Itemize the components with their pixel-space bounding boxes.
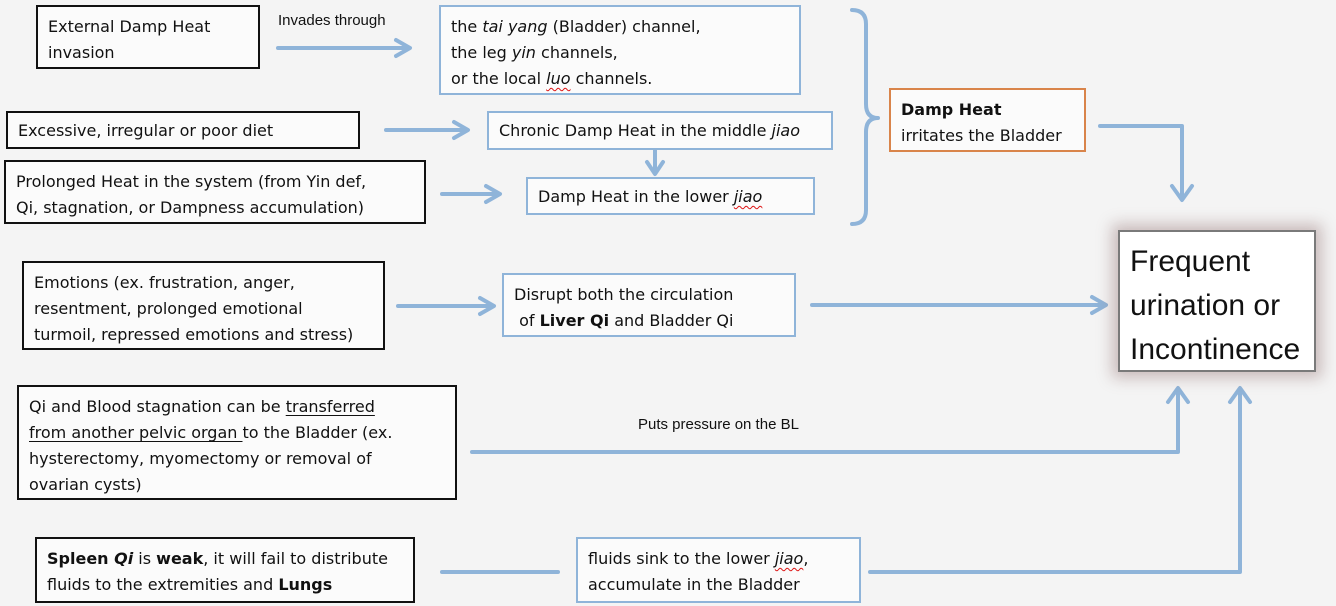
arrowhead xyxy=(1090,295,1108,315)
grouping-bracket xyxy=(850,8,880,226)
arrow-fluids-to-result xyxy=(868,388,1242,574)
node-text: fluids to the extremities and xyxy=(47,575,279,594)
arrowhead xyxy=(1228,386,1252,404)
result-text: Incontinence xyxy=(1130,333,1301,366)
node-text-underlined: from another pelvic organ xyxy=(29,423,243,442)
node-text: Qi, stagnation, or Dampness accumulation… xyxy=(16,198,365,217)
node-text: (Bladder) channel, xyxy=(547,17,701,36)
arrowhead xyxy=(1166,386,1190,404)
node-text: channels, xyxy=(535,43,618,62)
node-text: the xyxy=(451,17,483,36)
node-text: and Bladder Qi xyxy=(609,311,734,330)
node-prolonged-heat: Prolonged Heat in the system (from Yin d… xyxy=(4,160,426,224)
node-text: invasion xyxy=(48,43,115,62)
arrow-damp-heat-to-result xyxy=(1098,124,1184,200)
node-text-bold: Spleen xyxy=(47,549,115,568)
node-text: channels. xyxy=(570,69,653,88)
node-text: Prolonged Heat in the system (from Yin d… xyxy=(16,172,367,191)
arrowhead xyxy=(452,120,470,140)
node-text: Qi and Blood stagnation can be xyxy=(29,397,286,416)
arrowhead xyxy=(394,38,412,58)
edge-label-puts-pressure: Puts pressure on the BL xyxy=(638,416,799,433)
node-text-bold: Liver Qi xyxy=(539,311,610,330)
node-disrupt: Disrupt both the circulation of Liver Qi… xyxy=(502,273,796,337)
edge-label-invades-through: Invades through xyxy=(278,12,386,29)
node-text-bold-italic: Qi xyxy=(114,549,134,568)
node-text: , it will fail to distribute xyxy=(203,549,388,568)
node-text-bold: Damp Heat xyxy=(901,100,1002,119)
node-text: of xyxy=(514,311,540,330)
arrowhead xyxy=(478,296,496,316)
arrowhead xyxy=(1170,184,1194,202)
node-text-bold: weak xyxy=(156,549,204,568)
arrowhead xyxy=(484,184,502,204)
node-emotions: Emotions (ex. frustration, anger, resent… xyxy=(22,261,385,350)
node-channels: the tai yang (Bladder) channel, the leg … xyxy=(439,5,801,95)
node-text: Chronic Damp Heat in the middle xyxy=(499,121,772,140)
node-text: irritates the Bladder xyxy=(901,126,1062,145)
node-text: resentment, prolonged emotional xyxy=(34,299,303,318)
result-text: urination or xyxy=(1130,289,1281,322)
node-text: the leg xyxy=(451,43,512,62)
arrowhead xyxy=(645,160,665,176)
node-text: is xyxy=(133,549,157,568)
node-text: Disrupt both the circulation xyxy=(514,285,734,304)
node-text: or the local xyxy=(451,69,547,88)
node-text: ovarian cysts) xyxy=(29,475,142,494)
node-spleen: Spleen Qi is weak, it will fail to distr… xyxy=(35,537,415,603)
node-text-italic: luo xyxy=(546,69,571,88)
node-text: External Damp Heat xyxy=(48,17,211,36)
node-text: turmoil, repressed emotions and stress) xyxy=(34,325,354,344)
node-text-italic: jiao xyxy=(774,549,804,568)
node-text-italic: jiao xyxy=(771,121,801,140)
node-lower-jiao: Damp Heat in the lower jiao xyxy=(526,177,815,215)
node-middle-jiao: Chronic Damp Heat in the middle jiao xyxy=(487,111,833,150)
node-text-bold: Lungs xyxy=(278,575,333,594)
node-result: Frequent urination or Incontinence xyxy=(1118,230,1316,372)
node-text: fluids sink to the lower xyxy=(588,549,775,568)
node-text: to the Bladder (ex. xyxy=(242,423,393,442)
node-fluids: fluids sink to the lower jiao, accumulat… xyxy=(576,537,861,603)
node-text-underlined: transferred xyxy=(285,397,375,416)
node-text-italic: yin xyxy=(511,43,536,62)
result-text: Frequent xyxy=(1130,245,1251,278)
node-damp-heat-bladder: Damp Heat irritates the Bladder xyxy=(889,88,1086,152)
node-diet: Excessive, irregular or poor diet xyxy=(6,111,360,149)
node-text: accumulate in the Bladder xyxy=(588,575,800,594)
node-text-italic: tai yang xyxy=(482,17,548,36)
node-text: Emotions (ex. frustration, anger, xyxy=(34,273,295,292)
node-text: , xyxy=(803,549,809,568)
node-text: Excessive, irregular or poor diet xyxy=(18,121,274,140)
node-external-damp-heat: External Damp Heat invasion xyxy=(36,5,260,69)
node-text: hysterectomy, myomectomy or removal of xyxy=(29,449,372,468)
node-text: Damp Heat in the lower xyxy=(538,187,734,206)
arrow-stagnation-to-result xyxy=(470,388,1180,454)
node-text-italic: jiao xyxy=(733,187,763,206)
node-stagnation: Qi and Blood stagnation can be transferr… xyxy=(17,385,457,500)
